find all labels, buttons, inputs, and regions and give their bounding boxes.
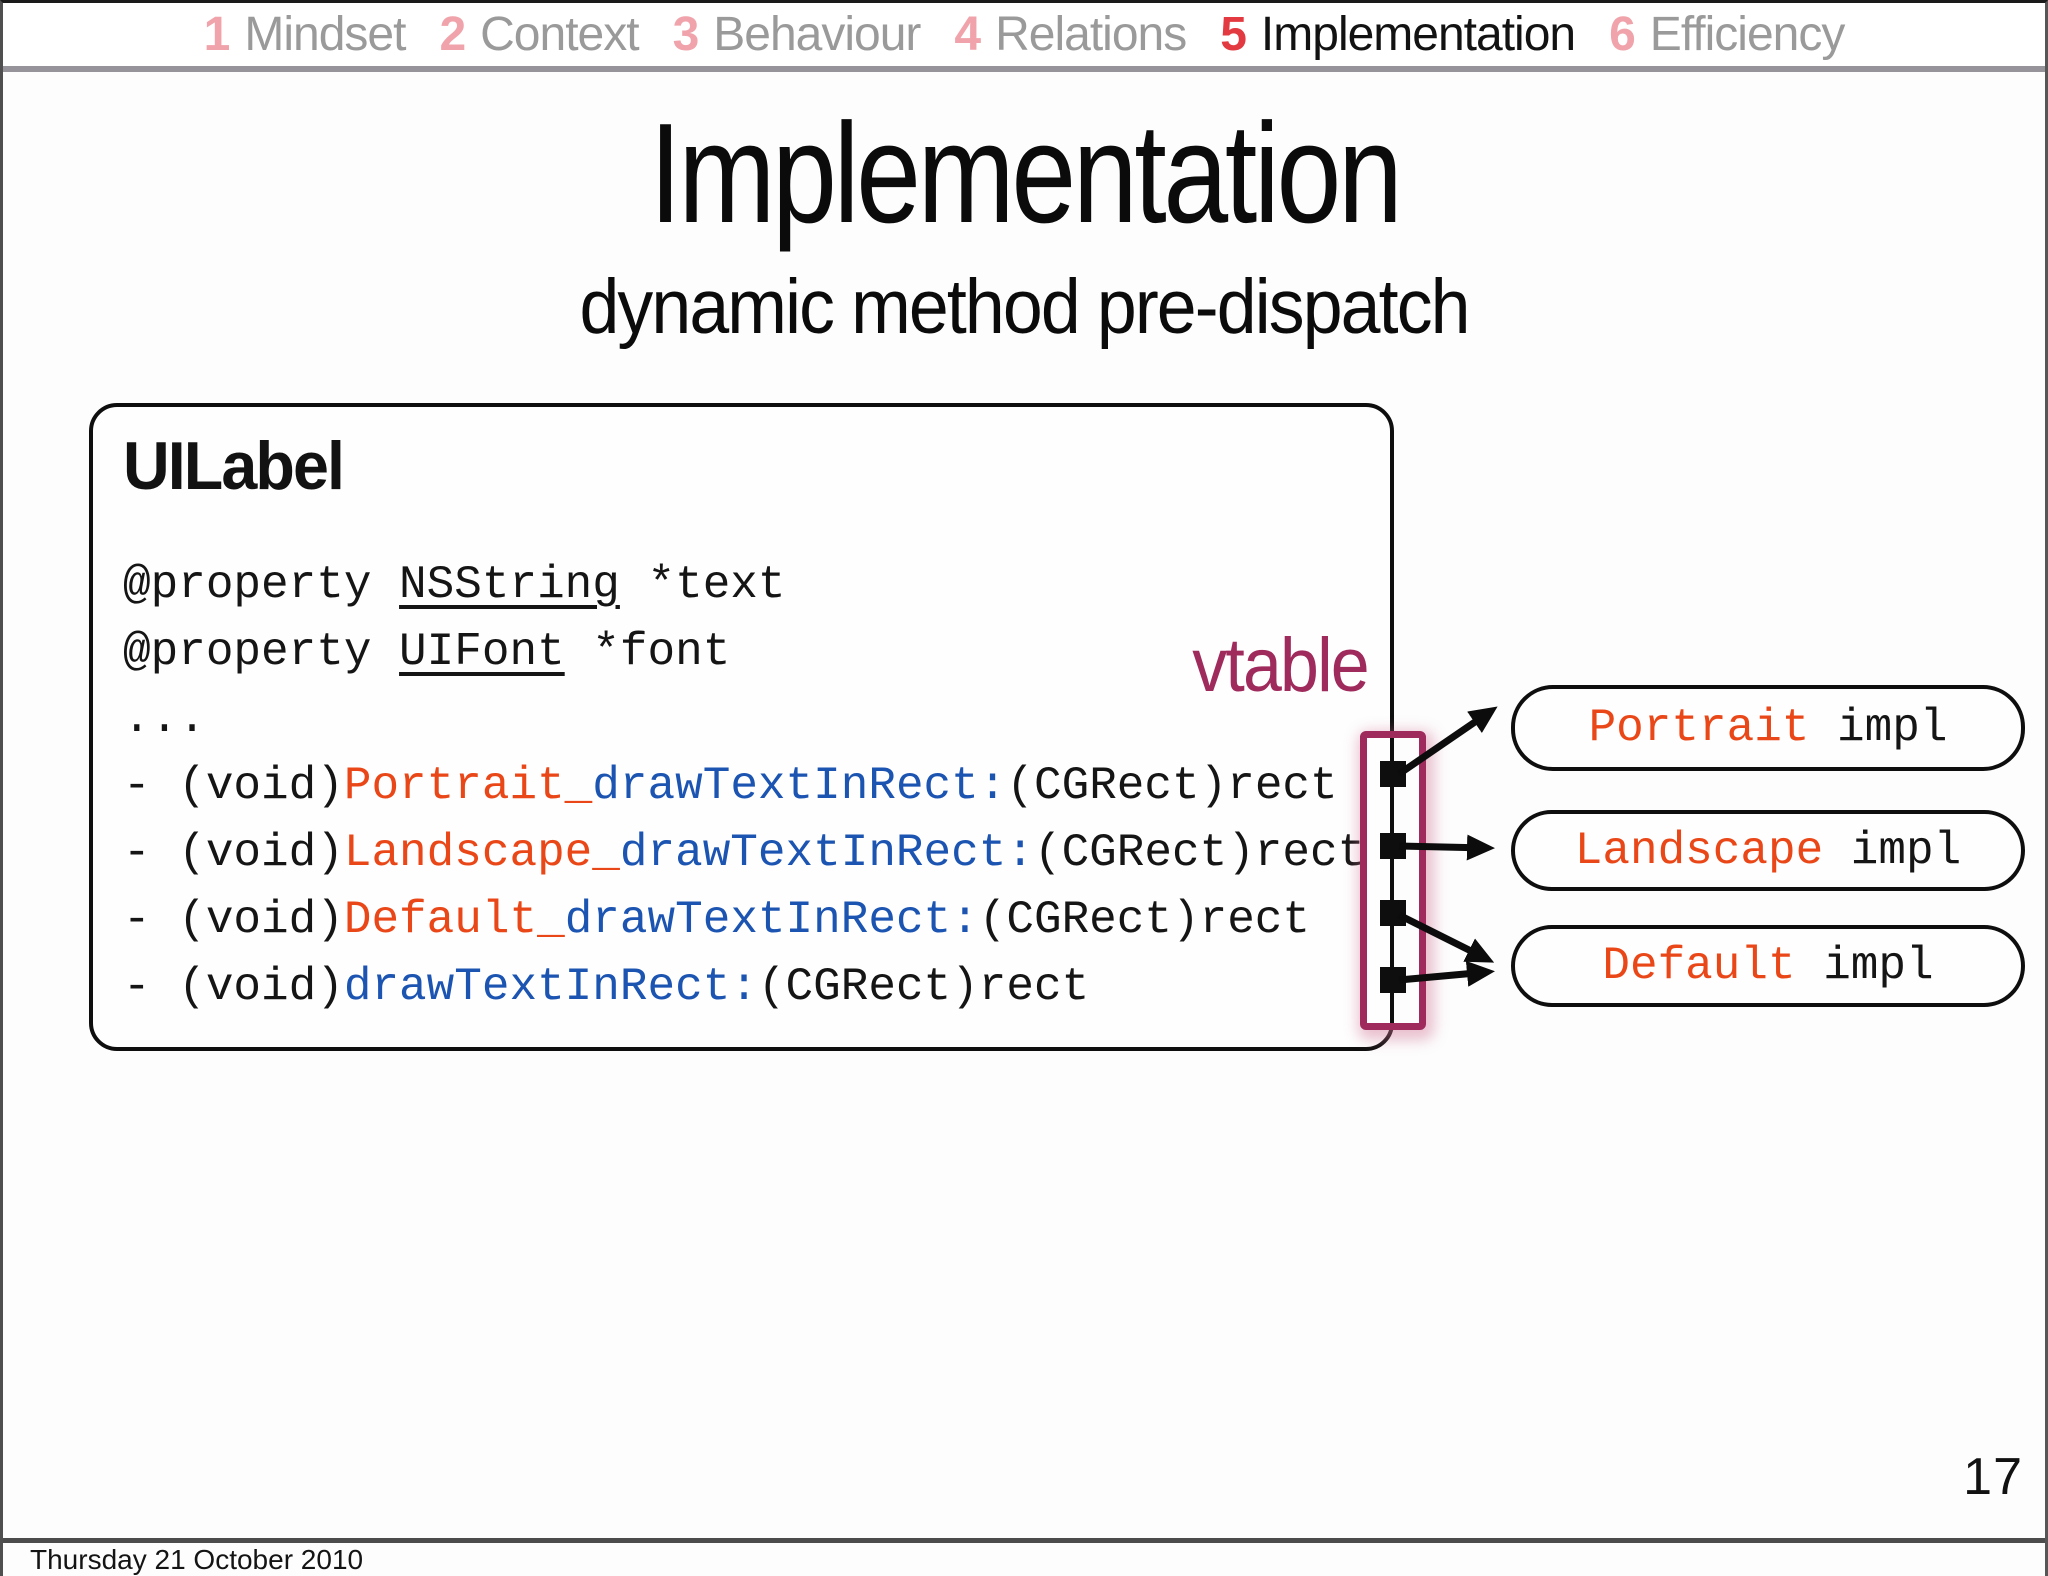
nav-item-label: Mindset <box>244 8 406 61</box>
vtable-slot <box>1380 900 1406 926</box>
nav-item-number: 1 <box>203 8 231 61</box>
nav-item-label: Behaviour <box>713 8 921 61</box>
nav-item-label: Relations <box>995 8 1187 61</box>
slide-title-text: Implementation <box>648 94 1402 253</box>
code-segment-plain: (CGRect)rect <box>757 961 1090 1013</box>
nav-item-label: Efficiency <box>1649 8 1846 61</box>
page-number: 17 <box>1963 1448 2023 1506</box>
impl-box-portrait: Portrait impl <box>1511 685 2025 771</box>
uilabel-class-box <box>89 403 1394 1051</box>
class-name-heading: UILabel <box>123 428 345 504</box>
impl-suffix: impl <box>1809 702 1948 754</box>
code-segment-plain: (CGRect)rect <box>1033 827 1366 879</box>
code-segment-plain: @property <box>123 626 400 678</box>
code-segment-plain: - (void) <box>123 961 344 1013</box>
code-segment-orange: Portrait_ <box>343 760 593 812</box>
nav-item-number: 5 <box>1220 8 1247 61</box>
code-segment-underline: NSString <box>399 559 620 611</box>
impl-box-landscape: Landscape impl <box>1511 810 2025 891</box>
nav-item-number: 6 <box>1609 8 1636 61</box>
impl-method-name: Portrait <box>1588 702 1810 754</box>
nav-item-number: 3 <box>672 8 700 61</box>
slide-bottom-border <box>3 1538 2045 1543</box>
code-segment-plain: - (void) <box>123 894 344 946</box>
code-segment-blue: drawTextInRect: <box>564 894 979 946</box>
code-line: - (void)Default_drawTextInRect:(CGRect)r… <box>123 887 1365 954</box>
code-segment-plain: @property <box>123 559 400 611</box>
nav-divider <box>3 66 2045 72</box>
impl-method-name: Landscape <box>1574 824 1824 877</box>
code-segment-plain: ... <box>123 693 206 745</box>
code-segment-blue: drawTextInRect: <box>619 827 1034 879</box>
code-segment-blue: drawTextInRect: <box>343 961 758 1013</box>
code-segment-plain: (CGRect)rect <box>1006 760 1338 812</box>
code-segment-plain: (CGRect)rect <box>978 894 1311 946</box>
slide-subtitle: dynamic method pre-dispatch <box>3 263 2045 351</box>
nav-item-label: Context <box>480 8 639 61</box>
code-segment-underline: UIFont <box>399 626 565 678</box>
vtable-slot <box>1380 833 1406 859</box>
code-segment-orange: Landscape_ <box>343 827 620 879</box>
slide-title: Implementation <box>3 99 2045 249</box>
nav-item-number: 4 <box>954 8 982 61</box>
code-segment-plain: - (void) <box>123 827 344 879</box>
nav-item-number: 2 <box>439 8 467 61</box>
nav-item-label: Implementation <box>1260 8 1576 61</box>
impl-suffix: impl <box>1795 940 1934 992</box>
code-line: ... <box>123 686 1365 753</box>
vtable-label: vtable <box>1192 623 1369 708</box>
code-segment-plain: *font <box>564 626 731 678</box>
impl-method-name: Default <box>1602 940 1796 992</box>
code-line: - (void)drawTextInRect:(CGRect)rect <box>123 954 1365 1021</box>
slide-subtitle-text: dynamic method pre-dispatch <box>579 264 1470 350</box>
impl-suffix: impl <box>1823 824 1962 877</box>
code-segment-plain: - (void) <box>123 760 344 812</box>
footer-date: Thursday 21 October 2010 <box>30 1544 364 1575</box>
impl-box-default: Default impl <box>1511 925 2025 1007</box>
vtable-slot <box>1380 967 1406 993</box>
code-line: @property UIFont *font <box>123 619 1365 686</box>
code-segment-blue: drawTextInRect: <box>592 760 1007 812</box>
code-segment-orange: Default_ <box>343 894 565 946</box>
code-line: - (void)Landscape_drawTextInRect:(CGRect… <box>123 820 1365 887</box>
code-line: @property NSString *text <box>123 552 1365 619</box>
vtable-highlight <box>1360 731 1426 1030</box>
code-line: - (void)Portrait_drawTextInRect:(CGRect)… <box>123 753 1365 820</box>
vtable-slot <box>1380 761 1406 787</box>
code-segment-plain: *text <box>619 559 786 611</box>
class-code-listing: @property NSString *text@property UIFont… <box>123 552 1365 1021</box>
